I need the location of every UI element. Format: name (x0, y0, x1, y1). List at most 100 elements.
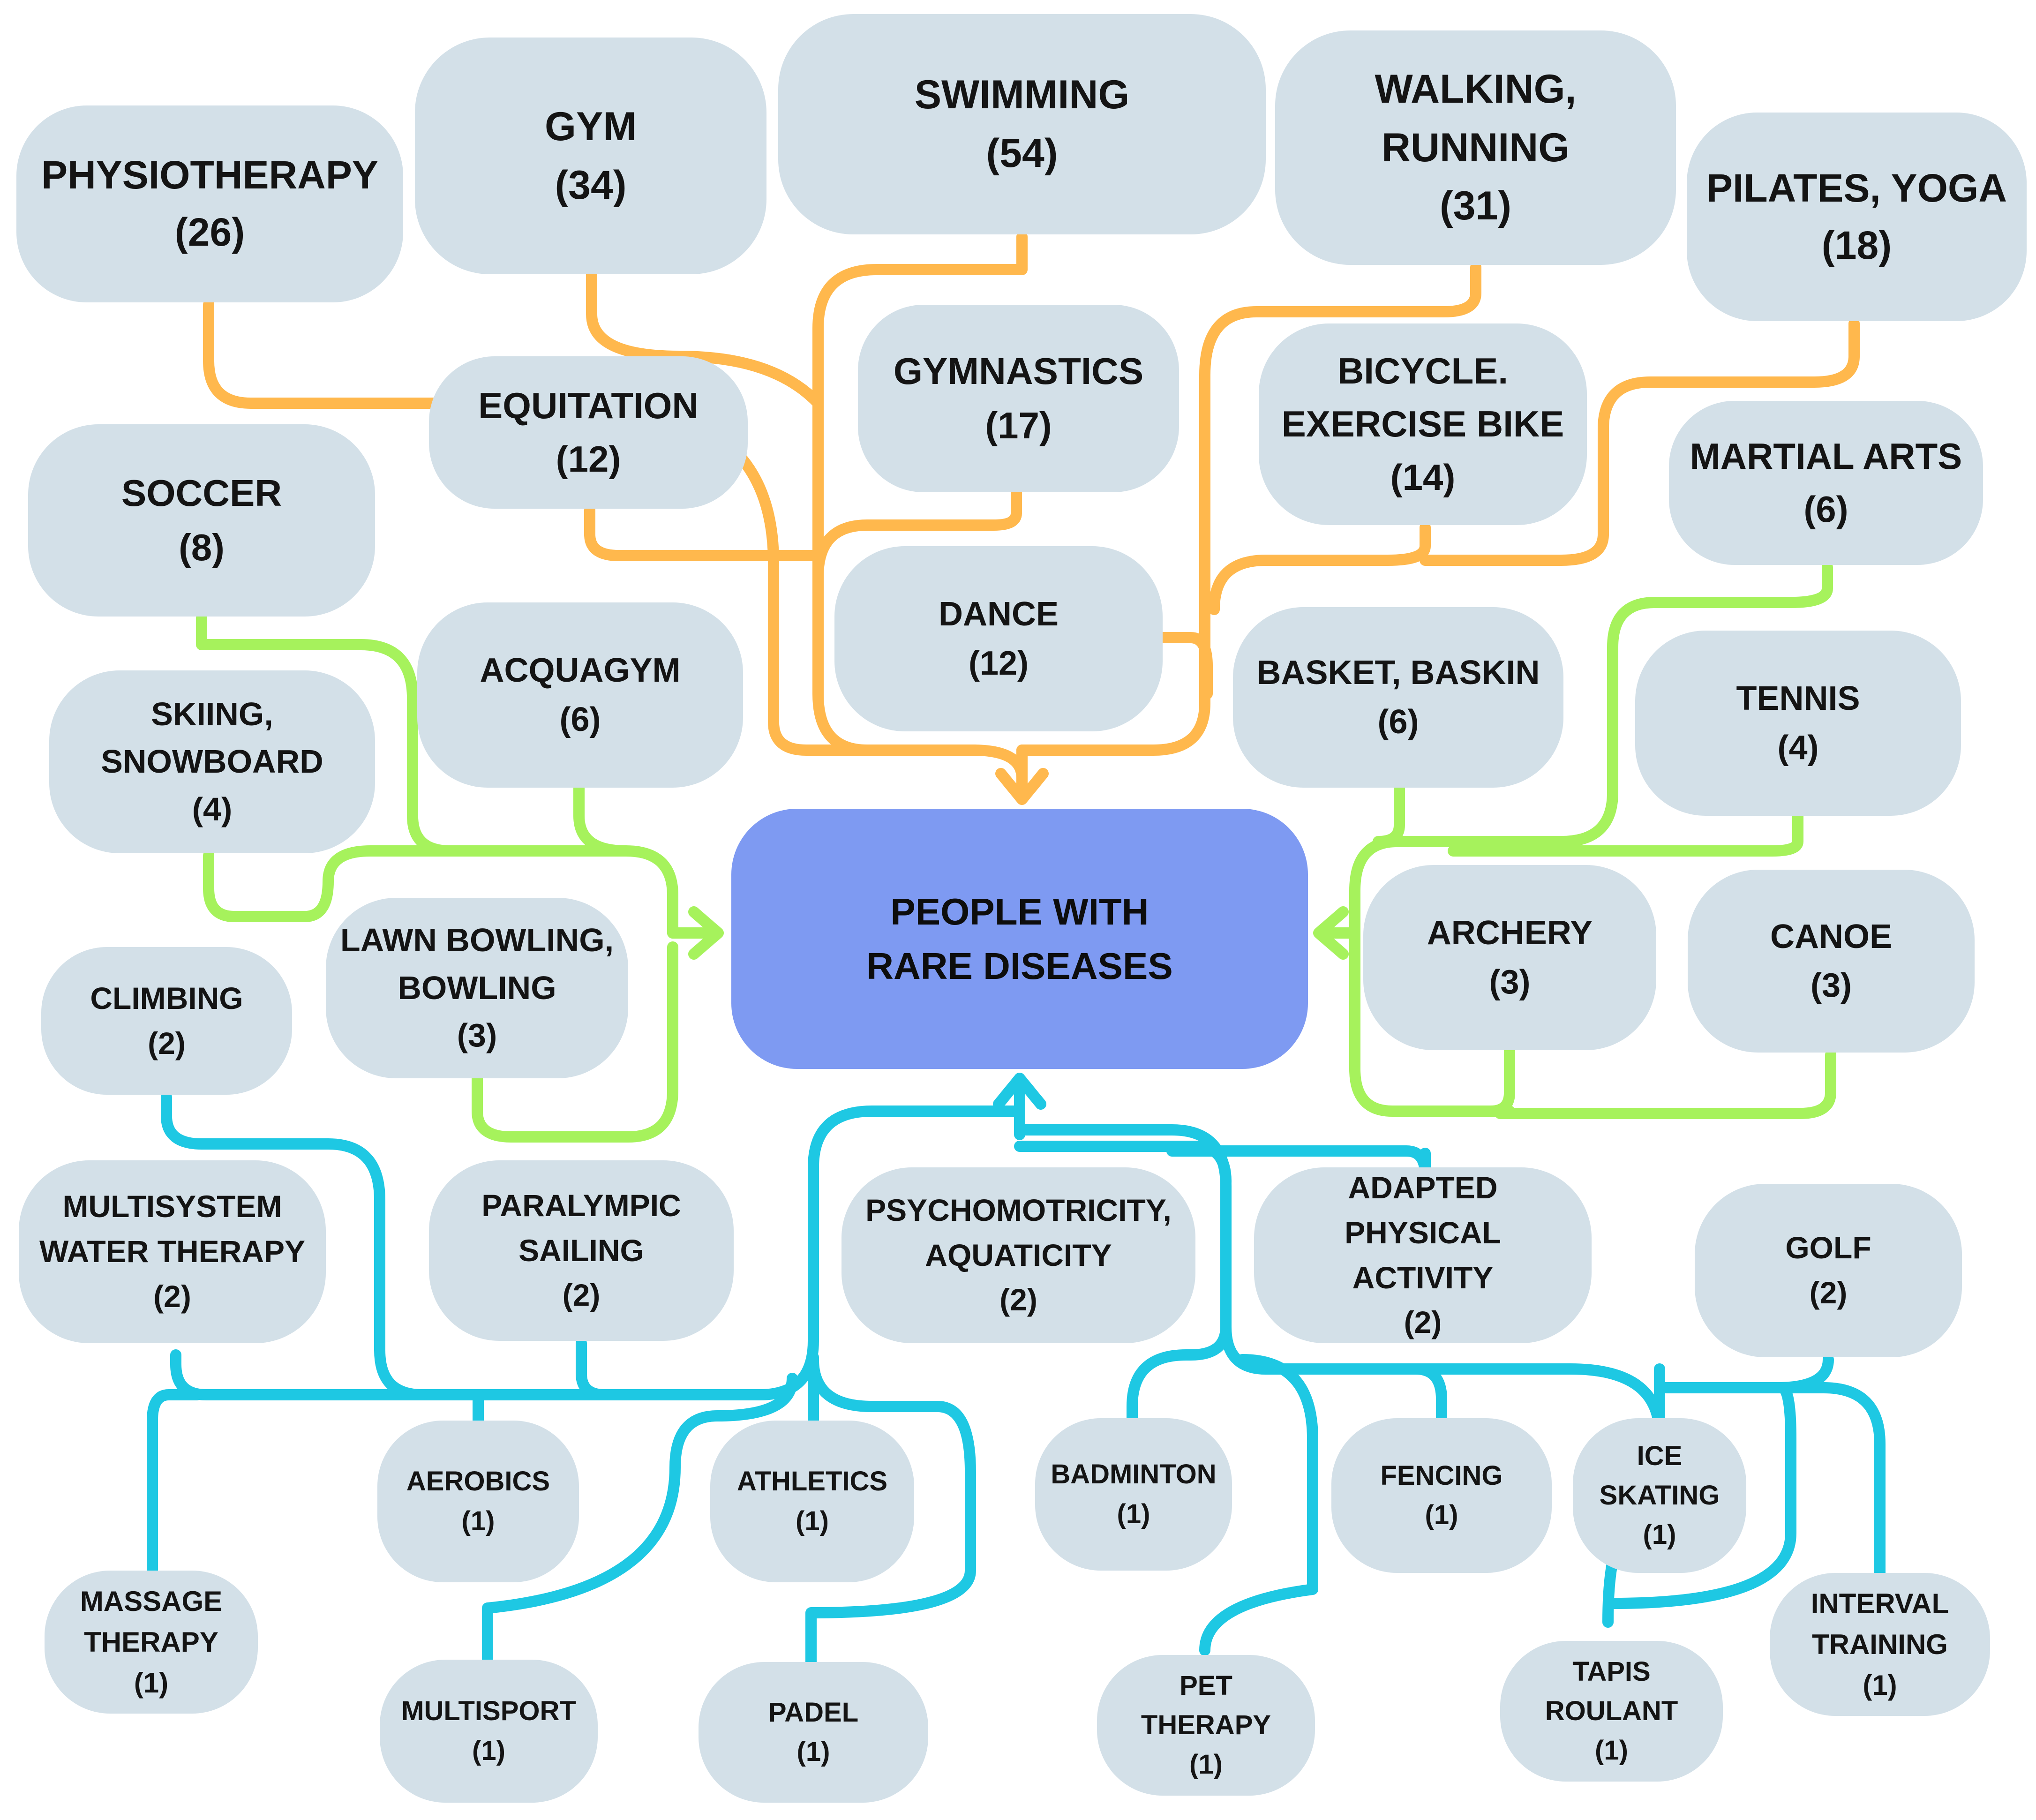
green-branch-connectors (196, 562, 1836, 1143)
node-count: (17) (985, 405, 1052, 446)
node-label: PSYCHOMOTRICITY, AQUATICITY (865, 1192, 1172, 1272)
node-count: (2) (148, 1025, 186, 1060)
node-count: (4) (1777, 729, 1819, 767)
node-canoe: CANOE (3) (1688, 870, 1975, 1053)
node-count: (14) (1390, 456, 1456, 498)
node-adapted-physical-activity: ADAPTED PHYSICAL ACTIVITY (2) (1254, 1167, 1592, 1343)
node-count: (2) (153, 1279, 191, 1314)
node-multisystem-water-therapy: MULTISYSTEM WATER THERAPY (2) (19, 1160, 326, 1343)
node-label: EQUITATION (478, 385, 699, 427)
node-count: (1) (461, 1505, 495, 1536)
node-equitation: EQUITATION (12) (429, 356, 748, 509)
node-label: ACQUAGYM (480, 652, 681, 690)
node-label: DANCE (938, 595, 1059, 633)
node-count: (12) (556, 438, 621, 480)
blue-branch-connectors (147, 1073, 1886, 1675)
node-golf: GOLF (2) (1695, 1184, 1962, 1357)
node-skiing-snowboard: SKIING, SNOWBOARD (4) (49, 670, 375, 853)
node-walking-running: WALKING, RUNNING (31) (1275, 30, 1676, 265)
node-bicycle-exercise-bike: BICYCLE. EXERCISE BIKE (14) (1259, 323, 1587, 525)
node-padel: PADEL (1) (699, 1662, 928, 1803)
node-label: PILATES, YOGA (1706, 165, 2007, 210)
node-label: ICE SKATING (1599, 1440, 1720, 1511)
node-martial-arts: MARTIAL ARTS (6) (1669, 401, 1983, 565)
node-paralympic-sailing: PARALYMPIC SAILING (2) (429, 1160, 734, 1341)
node-count: (54) (986, 131, 1058, 176)
node-label: ADAPTED PHYSICAL ACTIVITY (1345, 1170, 1501, 1295)
node-swimming: SWIMMING (54) (778, 14, 1266, 234)
node-label: BASKET, BASKIN (1256, 654, 1540, 692)
node-count: (26) (174, 210, 245, 254)
node-count: (1) (796, 1737, 830, 1767)
node-massage-therapy: MASSAGE THERAPY (1) (45, 1571, 258, 1714)
node-pilates-yoga: PILATES, YOGA (18) (1687, 113, 2027, 321)
node-label: MULTISPORT (401, 1696, 576, 1727)
node-count: (3) (457, 1017, 497, 1054)
node-label: INTERVAL TRAINING (1811, 1588, 1949, 1660)
node-label: TENNIS (1736, 680, 1860, 718)
node-dance: DANCE (12) (834, 546, 1163, 731)
node-count: (6) (559, 700, 601, 738)
node-gym: GYM (34) (415, 38, 766, 274)
node-climbing: CLIMBING (2) (41, 947, 292, 1095)
orange-branch-connectors (203, 231, 1860, 805)
node-lawn-bowling-bowling: LAWN BOWLING, BOWLING (3) (326, 898, 628, 1078)
node-label: MARTIAL ARTS (1690, 435, 1962, 477)
node-label: FENCING (1380, 1460, 1503, 1491)
node-pet-therapy: PET THERAPY (1) (1097, 1655, 1315, 1796)
node-count: (8) (179, 526, 225, 568)
node-label: PADEL (768, 1697, 859, 1728)
node-label: PHYSIOTHERAPY (41, 153, 378, 197)
node-count: (2) (999, 1282, 1037, 1317)
node-count: (2) (562, 1278, 601, 1313)
node-count: (31) (1440, 183, 1511, 229)
node-soccer: SOCCER (8) (28, 424, 375, 617)
node-label: SKIING, SNOWBOARD (101, 695, 323, 780)
node-archery: ARCHERY (3) (1363, 865, 1656, 1050)
node-ice-skating: ICE SKATING (1) (1573, 1418, 1746, 1573)
node-multisport: MULTISPORT (1) (380, 1660, 598, 1803)
node-label: BADMINTON (1051, 1459, 1217, 1490)
node-label: TAPIS ROULANT (1545, 1656, 1678, 1726)
node-count: (1) (796, 1505, 829, 1536)
node-label: LAWN BOWLING, BOWLING (340, 922, 614, 1006)
node-label: ARCHERY (1427, 914, 1593, 952)
node-tennis: TENNIS (4) (1635, 631, 1961, 816)
node-count: (2) (1404, 1305, 1442, 1340)
node-count: (1) (1863, 1670, 1897, 1701)
node-label: BICYCLE. EXERCISE BIKE (1281, 350, 1564, 445)
node-count: (1) (1643, 1519, 1676, 1550)
node-count: (12) (968, 644, 1029, 682)
node-label: SOCCER (121, 472, 282, 514)
node-label: CANOE (1770, 918, 1892, 955)
node-count: (18) (1821, 223, 1892, 267)
node-label: SWIMMING (914, 72, 1130, 118)
node-label: PARALYMPIC SAILING (481, 1188, 681, 1268)
node-count: (3) (1489, 963, 1531, 1001)
center-node-people-with-rare-diseases: PEOPLE WITH RARE DISEASES (731, 809, 1308, 1069)
node-count: (1) (1117, 1498, 1150, 1529)
node-label: WALKING, RUNNING (1375, 66, 1577, 170)
node-label: GYM (545, 104, 637, 149)
node-label: AEROBICS (406, 1466, 550, 1497)
node-label: GYMNASTICS (893, 350, 1144, 392)
node-count: (34) (555, 162, 627, 208)
node-count: (1) (472, 1735, 505, 1766)
node-gymnastics: GYMNASTICS (17) (858, 305, 1179, 492)
node-athletics: ATHLETICS (1) (710, 1421, 914, 1582)
node-count: (2) (1809, 1275, 1848, 1310)
node-label: CLIMBING (90, 980, 243, 1015)
node-aerobics: AEROBICS (1) (377, 1421, 579, 1582)
node-count: (1) (1595, 1735, 1628, 1766)
node-badminton: BADMINTON (1) (1035, 1418, 1232, 1571)
node-label: GOLF (1785, 1230, 1871, 1265)
node-label: MULTISYSTEM WATER THERAPY (39, 1189, 306, 1269)
center-node-label: PEOPLE WITH RARE DISEASES (866, 890, 1173, 987)
node-fencing: FENCING (1) (1331, 1418, 1552, 1573)
node-label: ATHLETICS (736, 1466, 888, 1497)
node-basket-baskin: BASKET, BASKIN (6) (1233, 607, 1563, 788)
node-count: (1) (134, 1667, 169, 1699)
node-count: (1) (1425, 1500, 1458, 1530)
node-count: (3) (1811, 967, 1852, 1004)
